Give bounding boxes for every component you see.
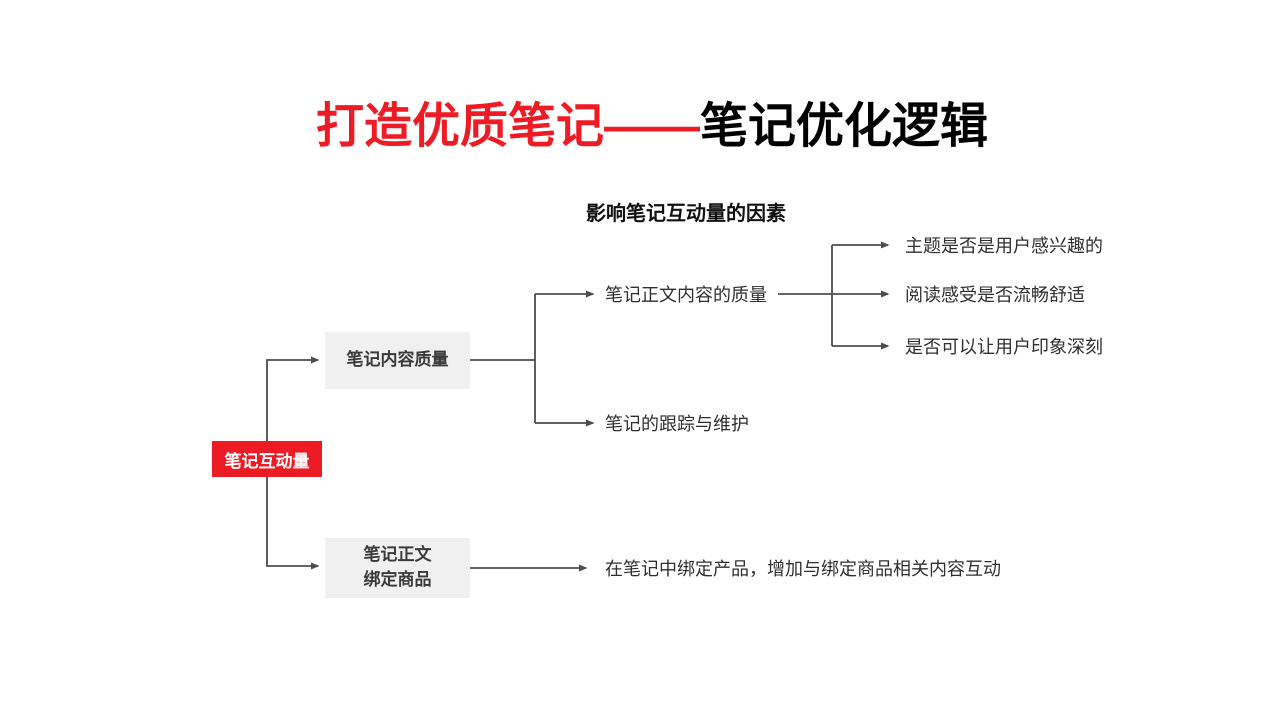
node-body-content-quality: 笔记正文内容的质量: [605, 285, 767, 305]
node-root: 笔记互动量: [212, 441, 322, 477]
page-title-highlight: 打造优质笔记——: [315, 100, 700, 153]
connector-root-to-binding: [266, 477, 320, 570]
connector-root-to-quality: [266, 356, 320, 441]
node-root-label: 笔记互动量: [224, 451, 310, 471]
node-product-binding-label: 笔记正文绑定商品: [363, 545, 432, 589]
node-product-binding: 笔记正文绑定商品: [325, 538, 470, 598]
node-tracking-maintenance: 笔记的跟踪与维护: [605, 414, 749, 434]
node-content-quality-label: 笔记内容质量: [346, 350, 449, 370]
node-content-quality: 笔记内容质量: [325, 332, 470, 389]
leaf-reading-experience: 阅读感受是否流畅舒适: [905, 285, 1085, 305]
diagram-title: 影响笔记互动量的因素: [586, 203, 786, 225]
leaf-user-impression: 是否可以让用户印象深刻: [905, 337, 1103, 357]
page-title: 打造优质笔记——笔记优化逻辑: [0, 86, 1280, 156]
leaf-topic-interest: 主题是否是用户感兴趣的: [905, 236, 1103, 256]
page-title-rest: 笔记优化逻辑: [700, 100, 989, 153]
node-binding-detail: 在笔记中绑定产品，增加与绑定商品相关内容互动: [605, 559, 1001, 579]
